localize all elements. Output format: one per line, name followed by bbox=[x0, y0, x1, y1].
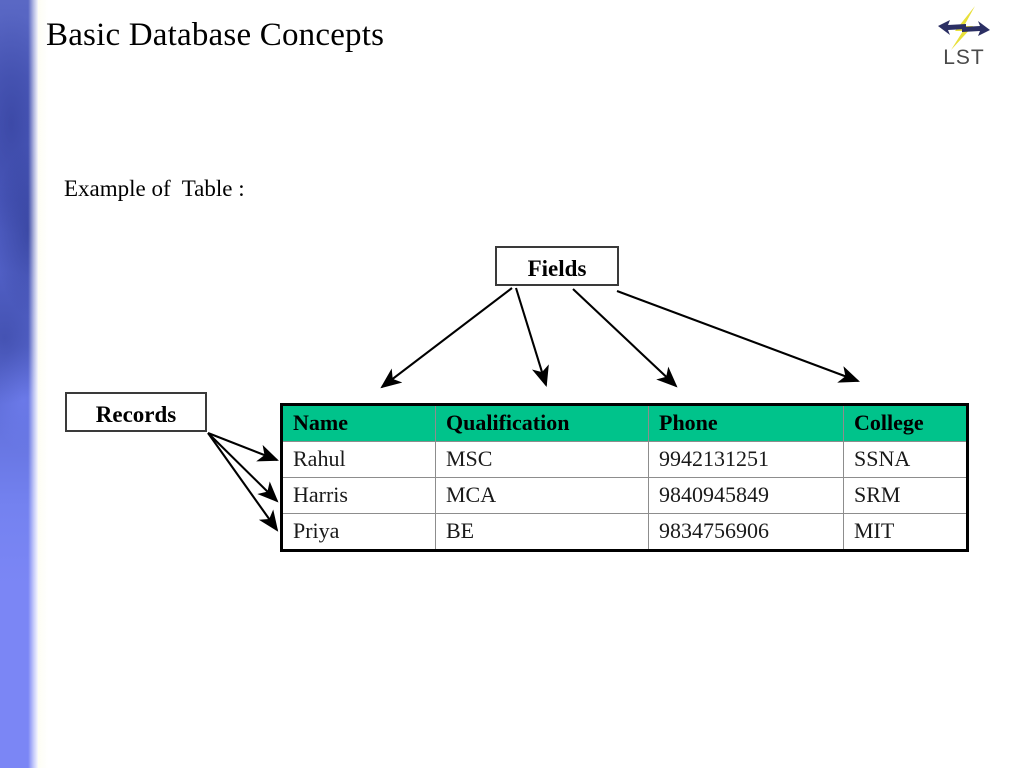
logo-text: LST bbox=[943, 46, 985, 69]
cell-college: SSNA bbox=[843, 441, 968, 478]
fields-arrow-qualification bbox=[514, 287, 549, 388]
cell-qualification: BE bbox=[435, 513, 649, 551]
cell-qualification: MCA bbox=[435, 477, 649, 514]
records-arrow-row-1 bbox=[207, 432, 279, 462]
cell-name: Rahul bbox=[281, 441, 436, 478]
fields-arrow-college bbox=[616, 290, 860, 383]
cell-phone: 9942131251 bbox=[648, 441, 844, 478]
left-decorative-band bbox=[0, 0, 38, 768]
right-swoosh-icon bbox=[962, 21, 990, 36]
records-arrow-row-2 bbox=[207, 432, 279, 503]
cell-college: MIT bbox=[843, 513, 968, 551]
example-table-wrapper: Name Qualification Phone College Rahul M… bbox=[280, 403, 969, 552]
records-arrow-group bbox=[207, 432, 279, 532]
cell-college: SRM bbox=[843, 477, 968, 514]
callout-records: Records bbox=[65, 392, 207, 432]
callout-fields: Fields bbox=[495, 246, 619, 286]
fields-arrow-name bbox=[380, 287, 513, 389]
fields-arrow-group bbox=[380, 287, 860, 389]
cell-phone: 9840945849 bbox=[648, 477, 844, 514]
column-header-qualification: Qualification bbox=[435, 404, 649, 442]
left-swoosh-icon bbox=[938, 20, 966, 35]
cell-name: Harris bbox=[281, 477, 436, 514]
table-row: Priya BE 9834756906 MIT bbox=[281, 513, 968, 551]
column-header-name: Name bbox=[281, 404, 436, 442]
example-table: Name Qualification Phone College Rahul M… bbox=[280, 403, 969, 552]
column-header-phone: Phone bbox=[648, 404, 844, 442]
table-row: Rahul MSC 9942131251 SSNA bbox=[281, 441, 968, 478]
left-band-fade-edge bbox=[38, 0, 48, 768]
logo: LST bbox=[928, 4, 1000, 78]
cell-phone: 9834756906 bbox=[648, 513, 844, 551]
lst-logo-mark bbox=[938, 6, 990, 50]
cell-name: Priya bbox=[281, 513, 436, 551]
cell-qualification: MSC bbox=[435, 441, 649, 478]
fields-arrow-phone bbox=[572, 288, 678, 388]
table-row: Harris MCA 9840945849 SRM bbox=[281, 477, 968, 514]
subtitle-example-of-table: Example of Table : bbox=[64, 176, 245, 201]
column-header-college: College bbox=[843, 404, 968, 442]
table-header-row: Name Qualification Phone College bbox=[281, 404, 968, 442]
page-title: Basic Database Concepts bbox=[46, 17, 385, 53]
records-arrow-row-3 bbox=[207, 432, 279, 532]
